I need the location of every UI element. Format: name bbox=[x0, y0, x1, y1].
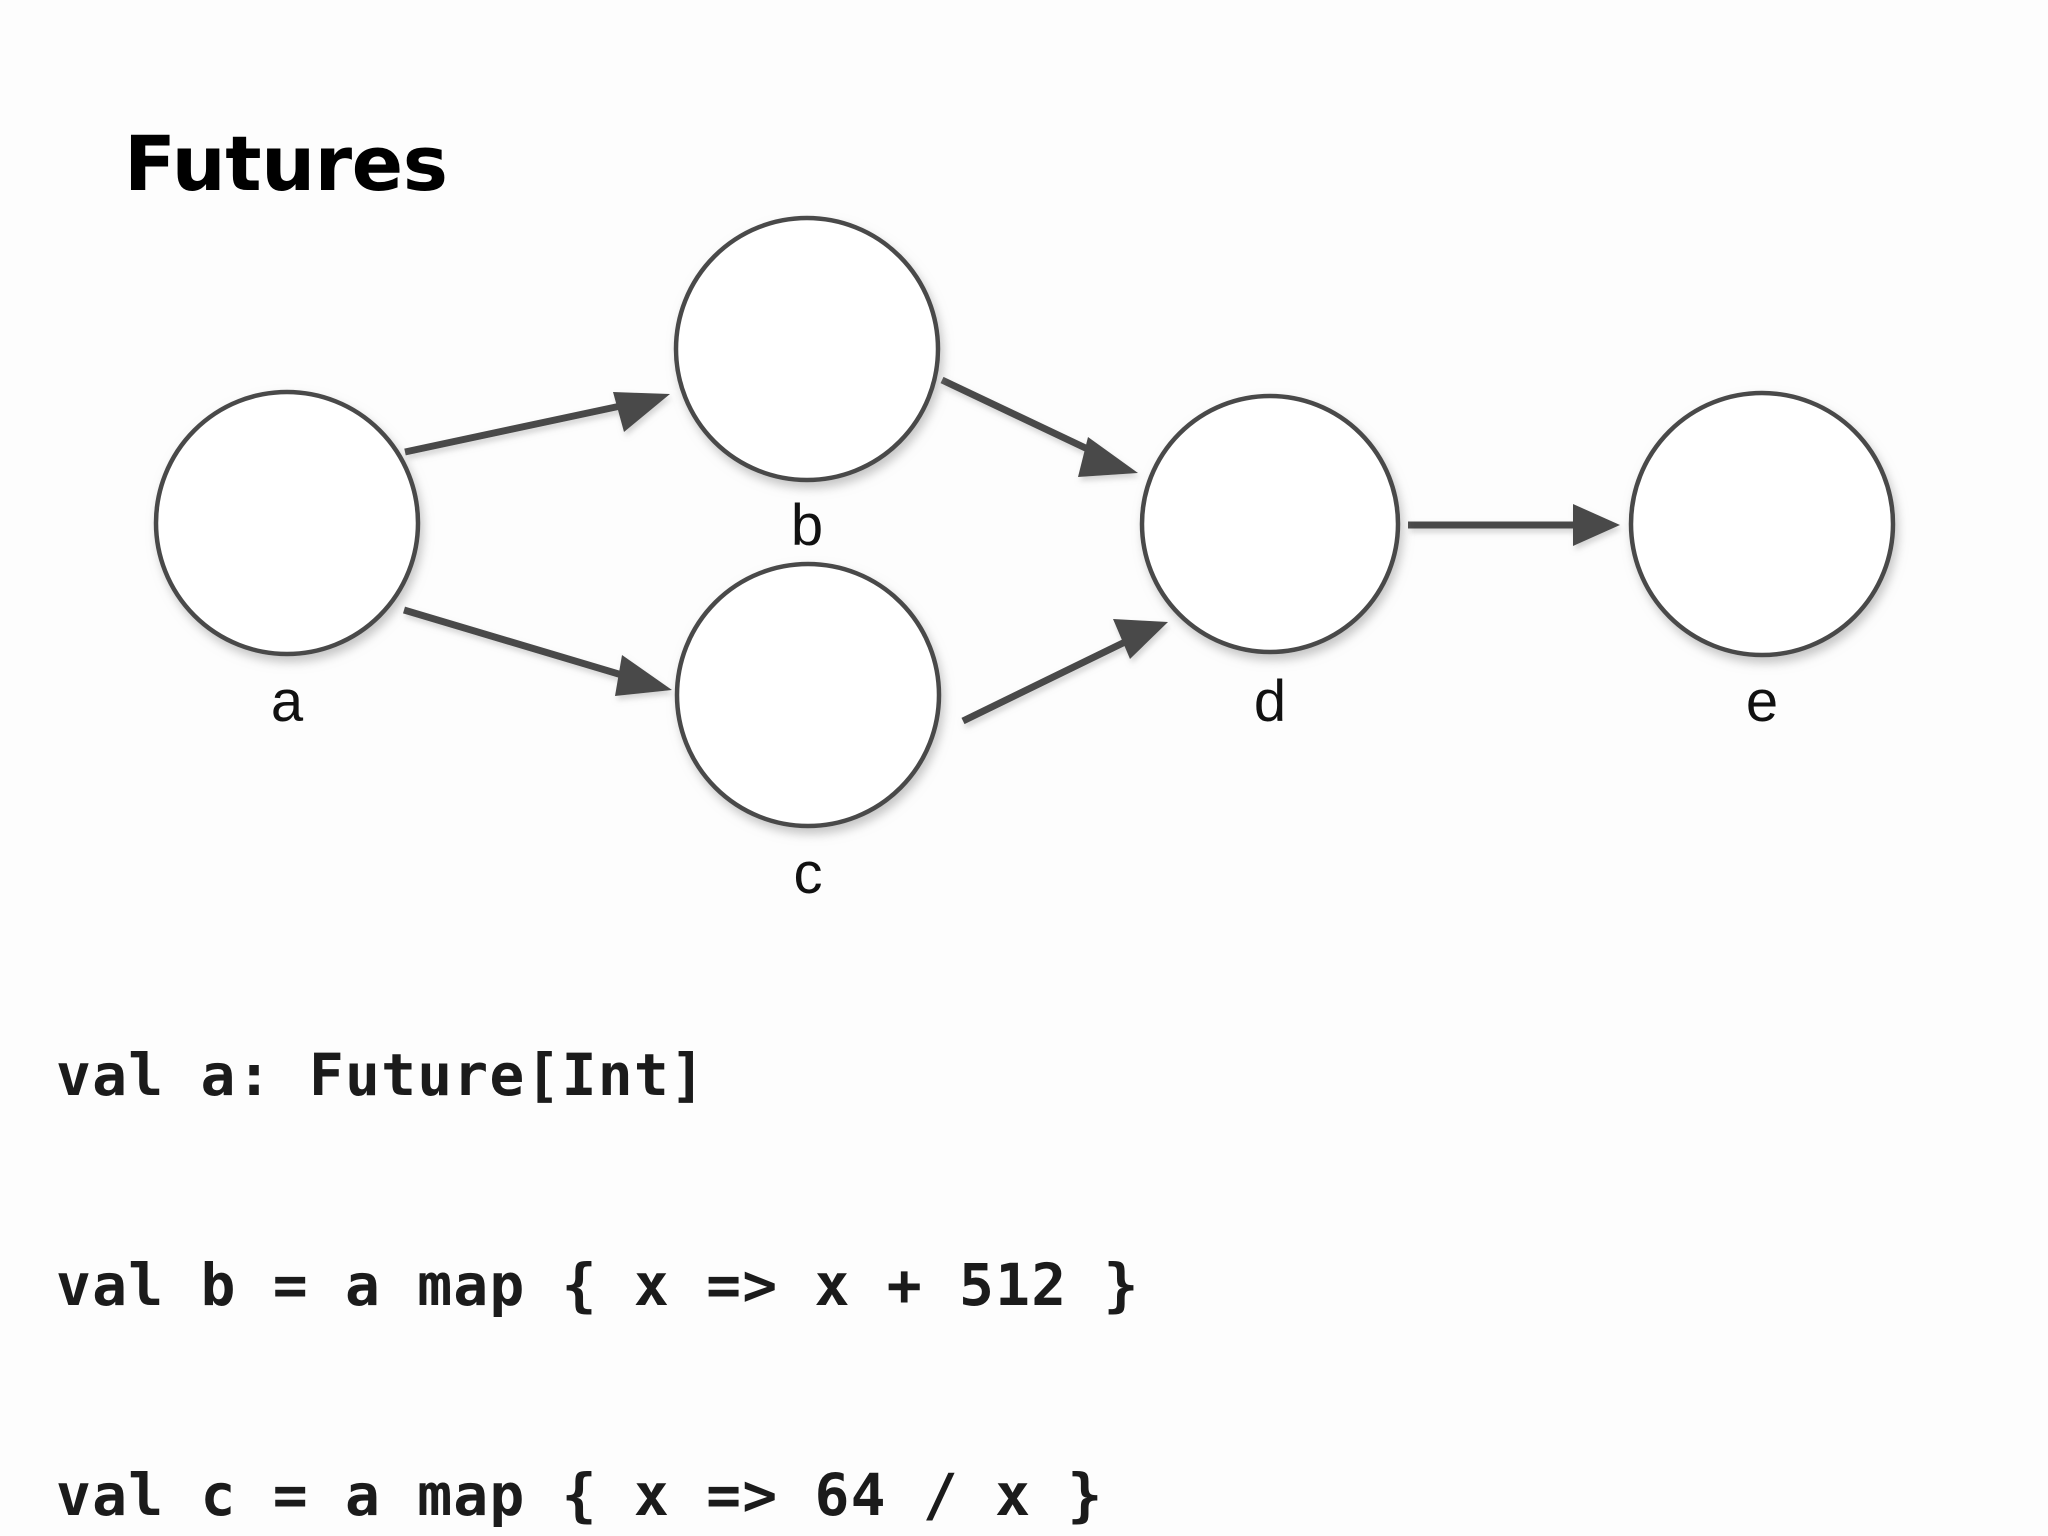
edge-d-to-e-arrowhead bbox=[1573, 504, 1620, 546]
edge-d-to-e bbox=[1408, 504, 1620, 546]
code-line-2: val b = a map { x => x + 512 } bbox=[56, 1251, 1140, 1319]
edge-c-to-d bbox=[961, 619, 1168, 725]
graph-node-a[interactable] bbox=[153, 389, 421, 657]
edge-b-to-d-arrowhead bbox=[1078, 437, 1138, 477]
edge-a-to-b-line bbox=[404, 400, 631, 456]
code-line-1: val a: Future[Int] bbox=[56, 1041, 707, 1109]
graph-node-b[interactable] bbox=[673, 215, 941, 483]
graph-node-label-c: c bbox=[793, 841, 823, 906]
edge-a-to-c-line bbox=[402, 606, 634, 682]
graph-node-label-d: d bbox=[1253, 669, 1287, 734]
graph-node-c[interactable] bbox=[674, 561, 942, 829]
edge-a-to-b bbox=[404, 392, 670, 456]
edge-a-to-b-arrowhead bbox=[613, 392, 670, 432]
edge-b-to-d bbox=[940, 376, 1138, 477]
edge-c-to-d-line bbox=[961, 638, 1127, 725]
edge-b-to-d-line bbox=[940, 376, 1098, 457]
code-line-3: val c = a map { x => 64 / x } bbox=[56, 1461, 1104, 1529]
futures-dependency-diagram: a b c d e bbox=[153, 215, 1896, 906]
edge-c-to-d-arrowhead bbox=[1113, 619, 1168, 659]
diagram-canvas bbox=[153, 215, 1896, 829]
graph-node-label-e: e bbox=[1745, 669, 1779, 734]
page-title: Futures bbox=[124, 119, 448, 208]
edge-a-to-c-arrowhead bbox=[615, 655, 672, 696]
edge-a-to-c bbox=[402, 606, 672, 696]
graph-node-label-b: b bbox=[790, 493, 824, 558]
graph-node-label-a: a bbox=[270, 669, 304, 734]
graph-node-e[interactable] bbox=[1628, 390, 1896, 658]
code-block: val a: Future[Int] val b = a map { x => … bbox=[56, 900, 1429, 1536]
graph-node-d[interactable] bbox=[1139, 393, 1401, 655]
